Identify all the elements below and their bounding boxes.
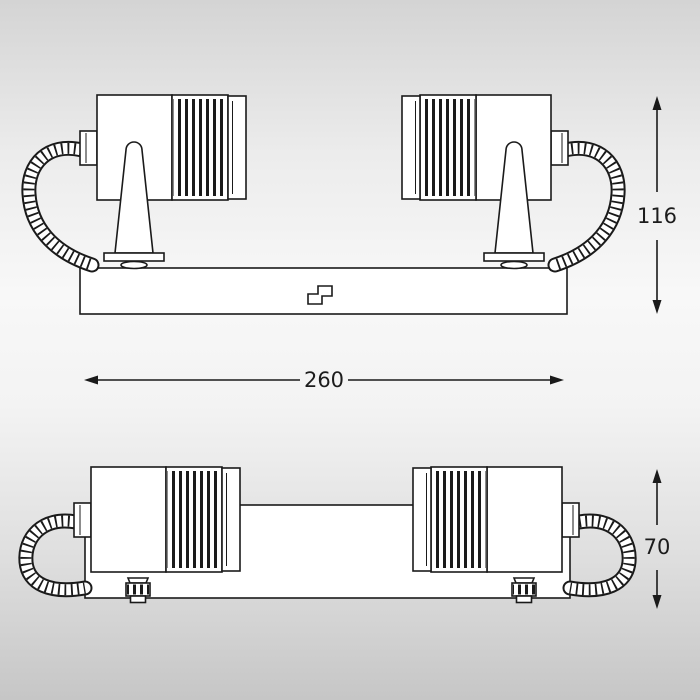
front-left-cable (29, 148, 92, 265)
front-right-locknut (500, 260, 528, 270)
front-right-mount-flange (483, 252, 545, 262)
front-left-locknut (120, 260, 148, 270)
arrow-right-icon (550, 375, 564, 385)
base-bar-joint-notch (307, 285, 333, 305)
plan-left-spotlight-head (73, 466, 241, 573)
plan-right-spotlight-head (412, 466, 580, 573)
plan-view (26, 466, 629, 604)
dimension-width: 260 (84, 368, 564, 392)
front-view (29, 94, 618, 315)
arrow-up-icon (652, 469, 662, 483)
arrow-down-icon (652, 595, 662, 609)
dimension-side-depth: 70 (644, 469, 671, 609)
front-right-cable (555, 148, 618, 265)
front-right-spotlight-head (401, 94, 569, 201)
arrow-up-icon (652, 96, 662, 110)
arrow-down-icon (652, 300, 662, 314)
plan-right-adjust-knob (511, 577, 537, 604)
arrow-left-icon (84, 375, 98, 385)
plan-left-adjust-knob (125, 577, 151, 604)
front-left-mount-flange (103, 252, 165, 262)
front-left-stem (103, 141, 165, 270)
dimension-label-side-depth: 70 (644, 535, 671, 559)
front-right-stem (483, 141, 545, 270)
dimension-front-height: 116 (637, 96, 677, 314)
front-left-spotlight-head (79, 94, 247, 201)
front-base-bar (79, 267, 568, 315)
dimension-label-width: 260 (304, 368, 344, 392)
dimension-label-front-height: 116 (637, 204, 677, 228)
